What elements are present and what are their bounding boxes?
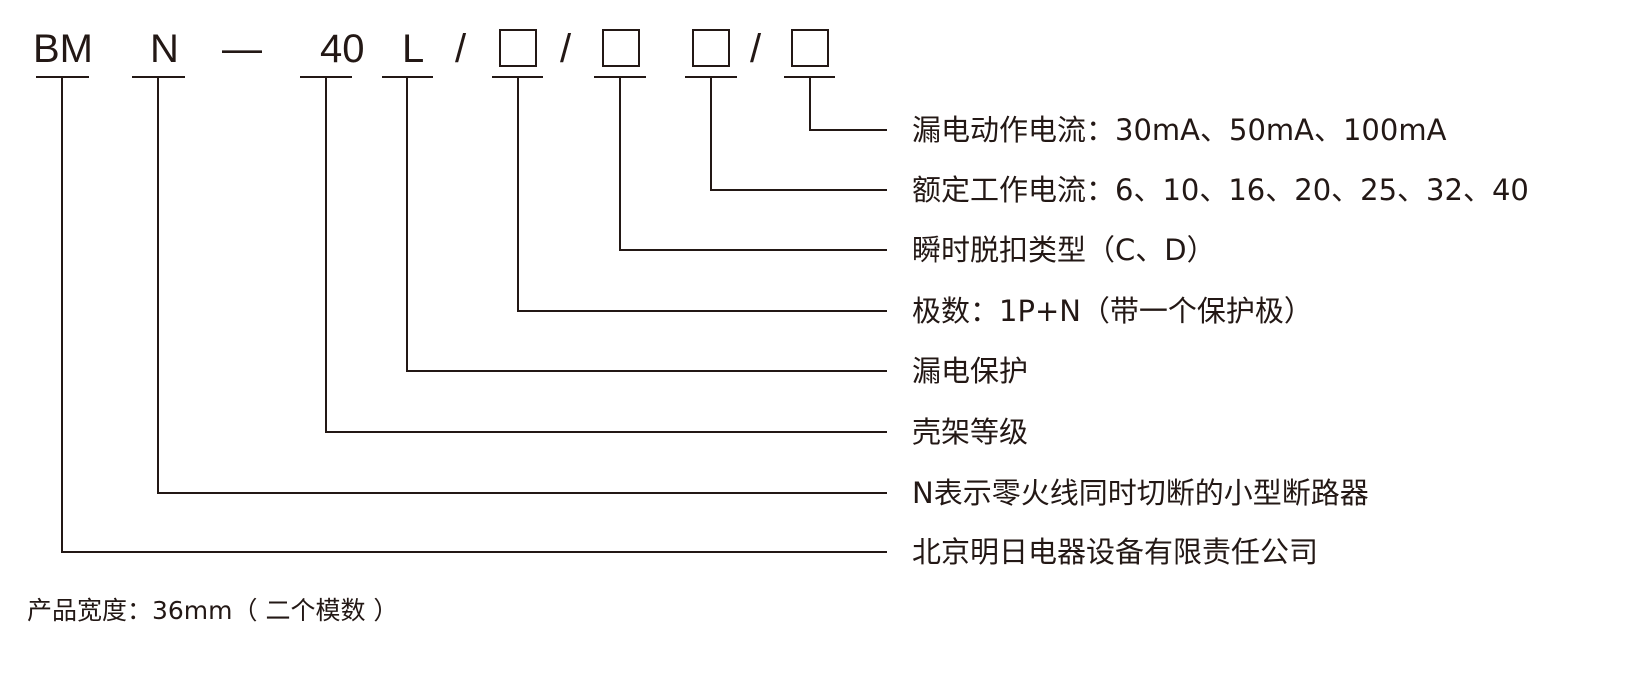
code-slash-3: / [750, 27, 762, 71]
code-l: L [402, 27, 424, 71]
code-dash: — [222, 27, 262, 71]
code-n: N [150, 27, 179, 71]
rated-current-placeholder-box [692, 29, 730, 67]
leader-frame-rating [325, 77, 887, 433]
legend-rated-current: 额定工作电流：6、10、16、20、25、32、40 [912, 173, 1529, 207]
leader-lines [61, 77, 887, 553]
leader-company [61, 77, 887, 553]
legend-leakage-protection: 漏电保护 [912, 354, 1028, 388]
leader-n-meaning [157, 77, 887, 494]
leader-poles [517, 77, 887, 312]
code-40: 40 [320, 27, 365, 71]
legend-company: 北京明日电器设备有限责任公司 [912, 535, 1318, 569]
legend: 漏电动作电流：30mA、50mA、100mA 额定工作电流：6、10、16、20… [912, 113, 1529, 569]
leader-leakage-protection [406, 77, 887, 372]
legend-frame-rating: 壳架等级 [912, 415, 1028, 449]
legend-trip-type: 瞬时脱扣类型（C、D） [912, 233, 1216, 267]
leader-rated-current [710, 77, 887, 191]
legend-poles: 极数：1P+N（带一个保护极） [912, 294, 1313, 328]
leakage-current-placeholder-box [791, 29, 829, 67]
leader-trip-type [619, 77, 887, 251]
footer-note: 产品宽度：36mm（ 二个模数 ） [27, 596, 398, 625]
code-slash-2: / [560, 27, 572, 71]
model-code: BM N — 40 L / / / [33, 27, 829, 71]
leader-leakage-current [809, 77, 887, 131]
code-slash-1: / [455, 27, 467, 71]
legend-n-meaning: N表示零火线同时切断的小型断路器 [912, 476, 1369, 510]
code-bm: BM [33, 27, 93, 71]
legend-leakage-current: 漏电动作电流：30mA、50mA、100mA [912, 113, 1447, 147]
trip-type-placeholder-box [602, 29, 640, 67]
poles-placeholder-box [499, 29, 537, 67]
